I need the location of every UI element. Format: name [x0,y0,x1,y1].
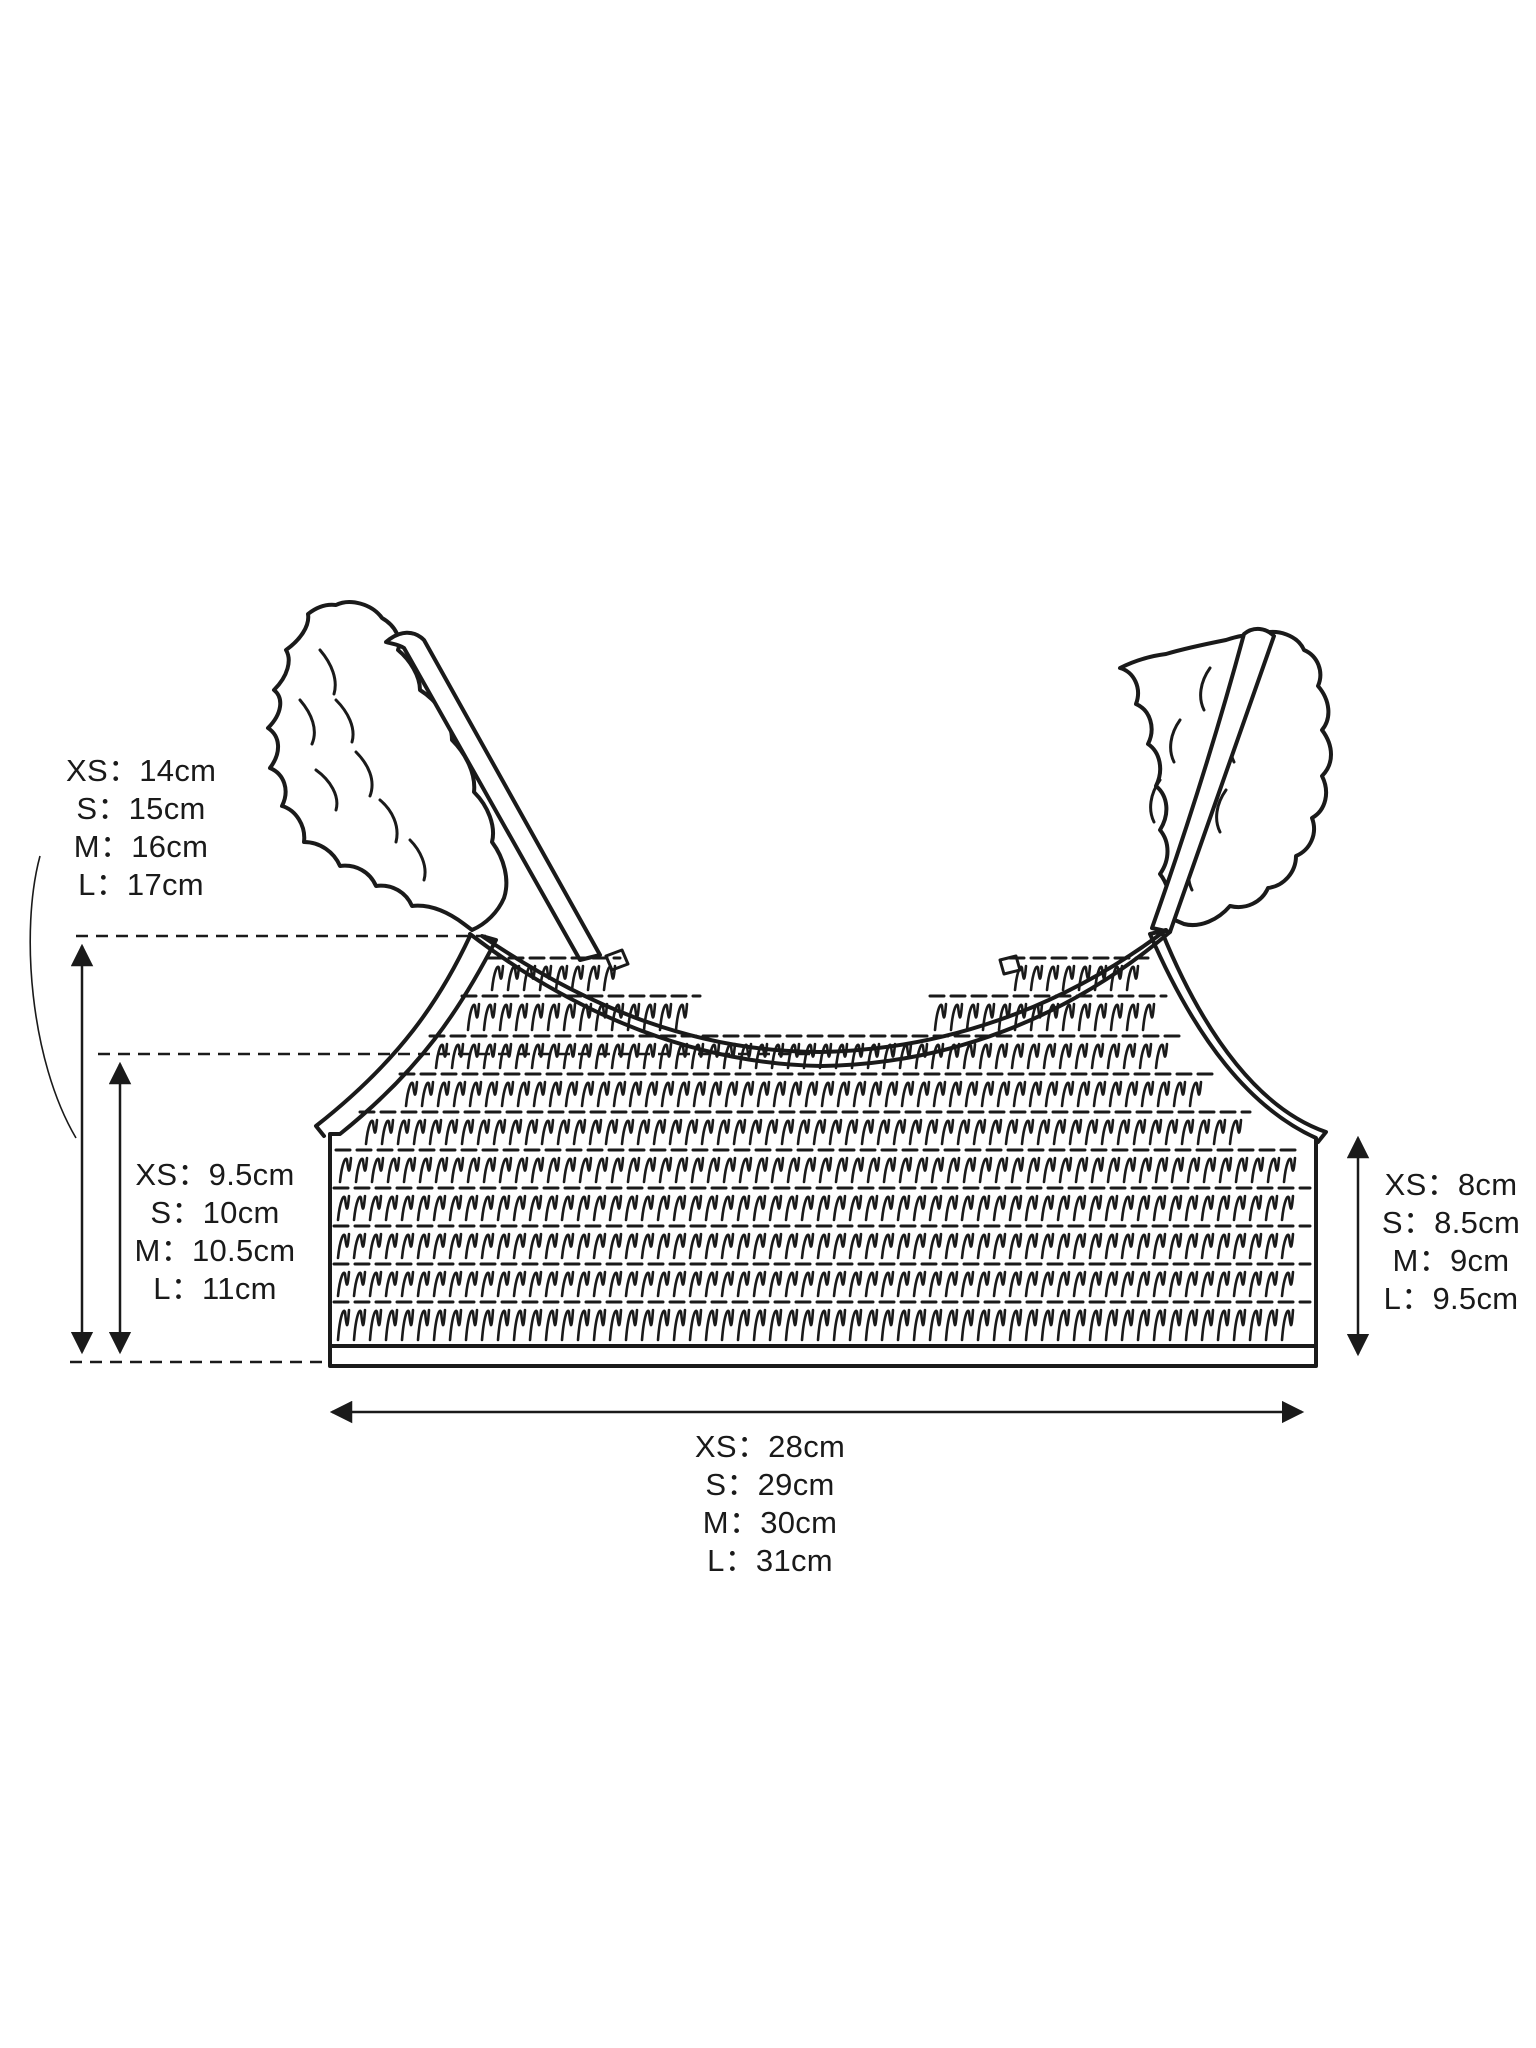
width-xs: XS：28cm [694,1429,846,1464]
smocking-row [338,1156,1297,1184]
side-height-label: XS：8cm S：8.5cm M：9cm L：9.5cm [1376,1166,1526,1318]
smocking-pattern [336,964,1297,1342]
body-right-binding [1160,930,1328,1144]
smocking-row [1013,964,1140,992]
smocking-row [434,1042,1169,1070]
overall-height-xs: XS：14cm [66,753,217,788]
overall-height-label: XS：14cm S：15cm M：16cm L：17cm [66,752,216,904]
overall-height-s: S：15cm [76,791,206,826]
side-height-m: M：9cm [1392,1243,1510,1278]
width-label: XS：28cm S：29cm M：30cm L：31cm [660,1428,880,1580]
smocking-row [364,1118,1243,1146]
width-s: S：29cm [705,1467,835,1502]
dimension-lines [29,855,1370,1424]
side-height-l: L：9.5cm [1383,1281,1519,1316]
front-height-xs: XS：9.5cm [135,1157,295,1192]
smocking-row [336,1308,1295,1342]
smocking-row [933,1002,1156,1032]
left-strap-adjuster [604,948,630,972]
shirring-stitch-lines [332,956,1312,1304]
left-ruffle-folds [298,648,427,882]
smocking-row [404,1080,1203,1108]
smocking-row [490,964,617,992]
bralette-body [328,928,1318,1368]
smocking-row [466,1002,689,1032]
body-left-binding [314,934,472,1138]
side-height-s: S：8.5cm [1381,1205,1521,1240]
front-height-s: S：10cm [150,1195,280,1230]
right-strap [1150,627,1276,934]
smocking-row [336,1232,1295,1260]
side-height-xs: XS：8cm [1384,1167,1518,1202]
overall-height-m: M：16cm [73,829,209,864]
left-ruffle [266,600,509,932]
neckline-binding [468,930,1172,1068]
front-height-label: XS：9.5cm S：10cm M：10.5cm L：11cm [130,1156,300,1308]
overall-height-leader-line [29,855,77,1139]
width-m: M：30cm [702,1505,838,1540]
bralette-illustration [266,600,1333,1368]
overall-height-l: L：17cm [78,867,204,902]
left-strap [384,630,602,962]
smocking-row [336,1270,1295,1298]
width-l: L：31cm [707,1543,833,1578]
front-height-l: L：11cm [153,1271,277,1306]
front-height-m: M：10.5cm [134,1233,296,1268]
smocking-row [336,1194,1295,1222]
